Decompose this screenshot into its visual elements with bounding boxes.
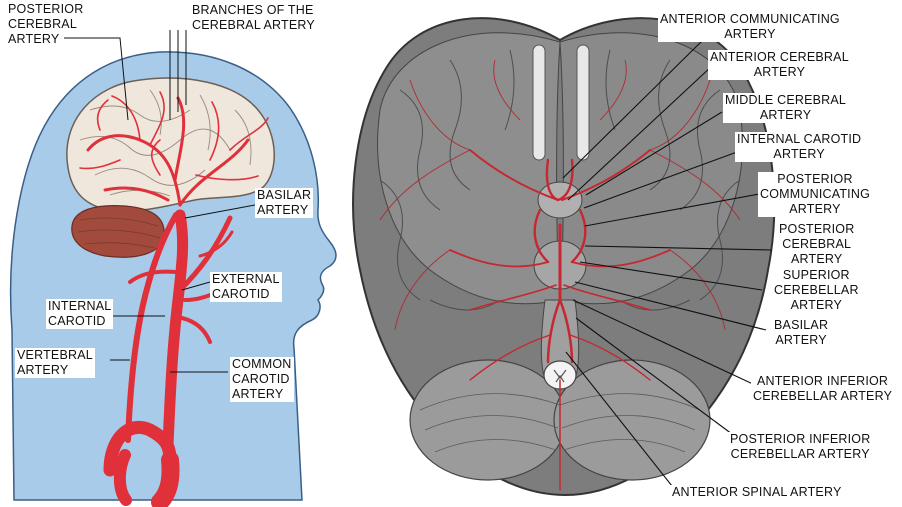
label-basilar-artery-right: BASILAR ARTERY xyxy=(772,318,830,348)
label-posterior-cerebral-artery-left: POSTERIOR CEREBRAL ARTERY xyxy=(8,2,83,47)
label-vertebral-artery: VERTEBRAL ARTERY xyxy=(15,348,95,378)
brain-underside-illustration xyxy=(353,18,774,495)
label-anterior-communicating-artery: ANTERIOR COMMUNICATING ARTERY xyxy=(658,12,842,42)
label-middle-cerebral-artery: MIDDLE CEREBRAL ARTERY xyxy=(723,93,848,123)
label-internal-carotid-left: INTERNAL CAROTID xyxy=(46,299,113,329)
label-branches-of-cerebral-artery: BRANCHES OF THE CEREBRAL ARTERY xyxy=(192,3,315,33)
label-internal-carotid-artery-right: INTERNAL CAROTID ARTERY xyxy=(735,132,863,162)
label-anterior-inferior-cerebellar-artery: ANTERIOR INFERIOR CEREBELLAR ARTERY xyxy=(751,374,894,404)
label-posterior-cerebral-artery-right: POSTERIOR CEREBRAL ARTERY xyxy=(777,222,856,267)
label-external-carotid: EXTERNAL CAROTID xyxy=(210,272,282,302)
label-posterior-communicating-artery: POSTERIOR COMMUNICATING ARTERY xyxy=(758,172,872,217)
head-illustration xyxy=(11,30,336,502)
label-basilar-artery-left: BASILAR ARTERY xyxy=(255,188,313,218)
label-anterior-cerebral-artery: ANTERIOR CEREBRAL ARTERY xyxy=(708,50,851,80)
label-posterior-inferior-cerebellar-artery: POSTERIOR INFERIOR CEREBELLAR ARTERY xyxy=(728,432,872,462)
label-common-carotid-artery: COMMON CAROTID ARTERY xyxy=(230,357,294,402)
label-superior-cerebellar-artery: SUPERIOR CEREBELLAR ARTERY xyxy=(772,268,861,313)
label-anterior-spinal-artery: ANTERIOR SPINAL ARTERY xyxy=(670,485,844,500)
